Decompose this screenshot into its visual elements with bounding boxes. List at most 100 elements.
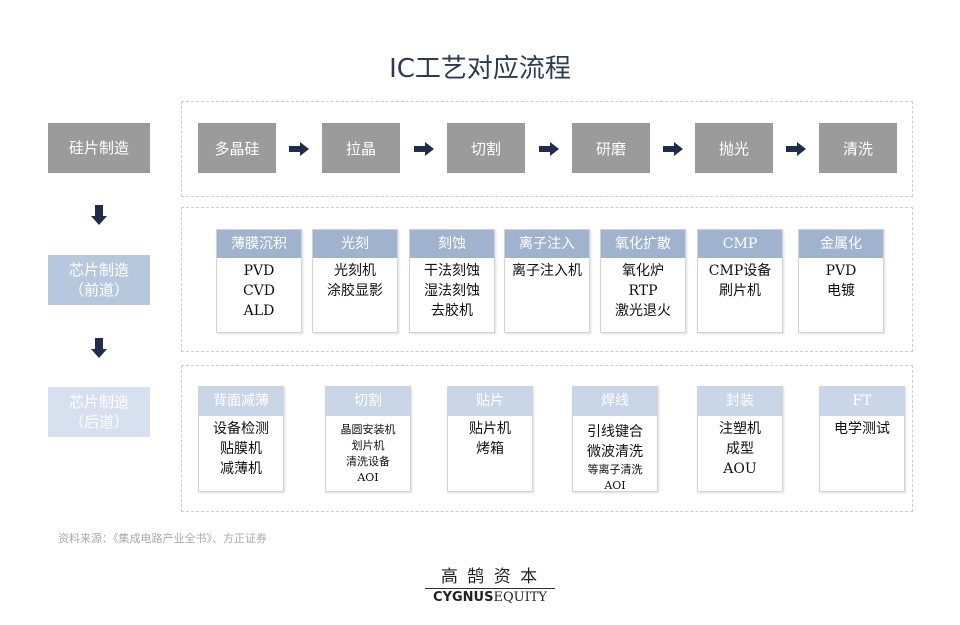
- front-end-container: [181, 207, 913, 352]
- logo: 高 鹄 资 本 CYGNUSEQUITY: [425, 562, 555, 605]
- wafer-step: 研磨: [572, 123, 650, 173]
- card-body: 干法刻蚀湿法刻蚀去胶机: [410, 258, 494, 321]
- down-arrow-icon: [91, 205, 107, 225]
- equipment-item: 湿法刻蚀: [424, 283, 480, 299]
- wafer-step: 清洗: [819, 123, 897, 173]
- stage-label: 芯片制造 （后道）: [48, 387, 150, 437]
- equipment-item: PVD: [825, 263, 857, 279]
- equipment-item: RTP: [628, 283, 658, 299]
- card-header: 贴片: [448, 387, 532, 416]
- stage-line1: 硅片制造: [68, 139, 129, 157]
- card-body: 离子注入机: [505, 258, 589, 281]
- process-card: 金属化 PVD 电镀: [798, 229, 884, 333]
- logo-en-bold: CYGNUS: [433, 590, 494, 605]
- right-arrow-icon: [289, 141, 309, 156]
- card-header: 背面减薄: [199, 387, 283, 416]
- equipment-item: 去胶机: [431, 303, 473, 319]
- card-header: 薄膜沉积: [217, 230, 301, 258]
- equipment-item: CVD: [242, 283, 276, 299]
- logo-en: CYGNUSEQUITY: [425, 590, 555, 605]
- right-arrow-icon: [662, 141, 683, 156]
- equipment-item: 清洗设备: [346, 455, 390, 468]
- card-header: 刻蚀: [410, 230, 494, 258]
- process-card: 焊线引线键合微波清洗等离子清洗 AOI: [572, 386, 658, 492]
- equipment-item: 等离子清洗: [587, 463, 643, 476]
- equipment-item: 成型: [726, 441, 754, 457]
- equipment-item: 光刻机: [334, 263, 376, 279]
- wafer-step: 抛光: [695, 123, 773, 173]
- card-header: 封装: [698, 387, 782, 416]
- card-header: 焊线: [573, 387, 657, 416]
- process-card: FT 电学测试: [819, 386, 905, 492]
- stage-line1: 芯片制造: [68, 261, 129, 279]
- card-header: 光刻: [313, 230, 397, 258]
- stage-label: 芯片制造 （前道）: [48, 255, 150, 305]
- page-title: IC工艺对应流程: [389, 54, 571, 84]
- card-header: FT: [820, 387, 904, 416]
- equipment-item: 激光退火: [615, 303, 671, 319]
- card-header: 金属化: [799, 230, 883, 258]
- card-body: CMP设备刷片机: [698, 258, 782, 301]
- wafer-step: 切割: [447, 123, 525, 173]
- stage-line1: 芯片制造: [68, 393, 129, 411]
- equipment-item: 氧化炉: [622, 263, 664, 279]
- process-card: 刻蚀干法刻蚀湿法刻蚀去胶机: [409, 229, 495, 333]
- card-body: 注塑机成型 AOU: [698, 416, 782, 479]
- equipment-item: 贴片机: [469, 421, 511, 437]
- back-end-container: [181, 365, 913, 512]
- card-header: CMP: [698, 230, 782, 258]
- equipment-item: 晶圆安装机: [340, 423, 396, 436]
- card-body: 电学测试: [820, 416, 904, 439]
- equipment-item: 注塑机: [719, 421, 761, 437]
- equipment-item: CMP设备: [708, 263, 772, 279]
- process-card: 光刻光刻机涂胶显影: [312, 229, 398, 333]
- card-header: 切割: [326, 387, 410, 416]
- equipment-item: ALD: [243, 303, 275, 319]
- stage-line2: （前道）: [68, 281, 129, 299]
- process-card: 封装注塑机成型 AOU: [697, 386, 783, 492]
- down-arrow-icon: [91, 338, 107, 358]
- process-card: 氧化扩散氧化炉 RTP 激光退火: [600, 229, 686, 333]
- equipment-item: 电学测试: [834, 421, 890, 437]
- equipment-item: 涂胶显影: [327, 283, 383, 299]
- equipment-item: AOU: [723, 461, 757, 477]
- equipment-item: 刷片机: [719, 283, 761, 299]
- card-header: 氧化扩散: [601, 230, 685, 258]
- wafer-container: [181, 101, 913, 197]
- equipment-item: 贴膜机: [220, 441, 262, 457]
- card-body: 引线键合微波清洗等离子清洗 AOI: [573, 416, 657, 494]
- equipment-item: 微波清洗: [587, 444, 643, 460]
- card-body: 光刻机涂胶显影: [313, 258, 397, 301]
- equipment-item: 划片机: [351, 439, 385, 452]
- logo-en-light: EQUITY: [493, 590, 547, 605]
- right-arrow-icon: [786, 141, 806, 156]
- right-arrow-icon: [413, 141, 434, 156]
- equipment-item: PVD: [243, 263, 275, 279]
- equipment-item: 电镀: [827, 283, 855, 299]
- equipment-item: AOI: [604, 479, 626, 492]
- wafer-step: 多晶硅: [198, 123, 276, 173]
- stage-line2: （后道）: [68, 413, 129, 431]
- equipment-item: 干法刻蚀: [424, 263, 480, 279]
- card-body: 贴片机烤箱: [448, 416, 532, 459]
- process-card: 离子注入离子注入机: [504, 229, 590, 333]
- card-body: 晶圆安装机划片机清洗设备 AOI: [326, 416, 410, 486]
- equipment-item: 设备检测: [213, 421, 269, 437]
- card-header: 离子注入: [505, 230, 589, 258]
- equipment-item: 烤箱: [476, 441, 504, 457]
- process-card: 薄膜沉积 PVD CVD ALD: [216, 229, 302, 333]
- equipment-item: AOI: [357, 471, 379, 484]
- card-body: 氧化炉 RTP 激光退火: [601, 258, 685, 321]
- process-card: 切割晶圆安装机划片机清洗设备 AOI: [325, 386, 411, 492]
- right-arrow-icon: [538, 141, 559, 156]
- equipment-item: 引线键合: [587, 424, 643, 440]
- card-body: PVD 电镀: [799, 258, 883, 301]
- equipment-item: 离子注入机: [512, 263, 582, 279]
- process-card: 贴片贴片机烤箱: [447, 386, 533, 492]
- equipment-item: 减薄机: [220, 461, 262, 477]
- source-note: 资料来源：《集成电路产业全书》、方正证券: [58, 532, 267, 545]
- logo-cn: 高 鹄 资 本: [425, 562, 555, 589]
- stage-label: 硅片制造: [48, 123, 150, 173]
- process-card: 背面减薄设备检测贴膜机减薄机: [198, 386, 284, 492]
